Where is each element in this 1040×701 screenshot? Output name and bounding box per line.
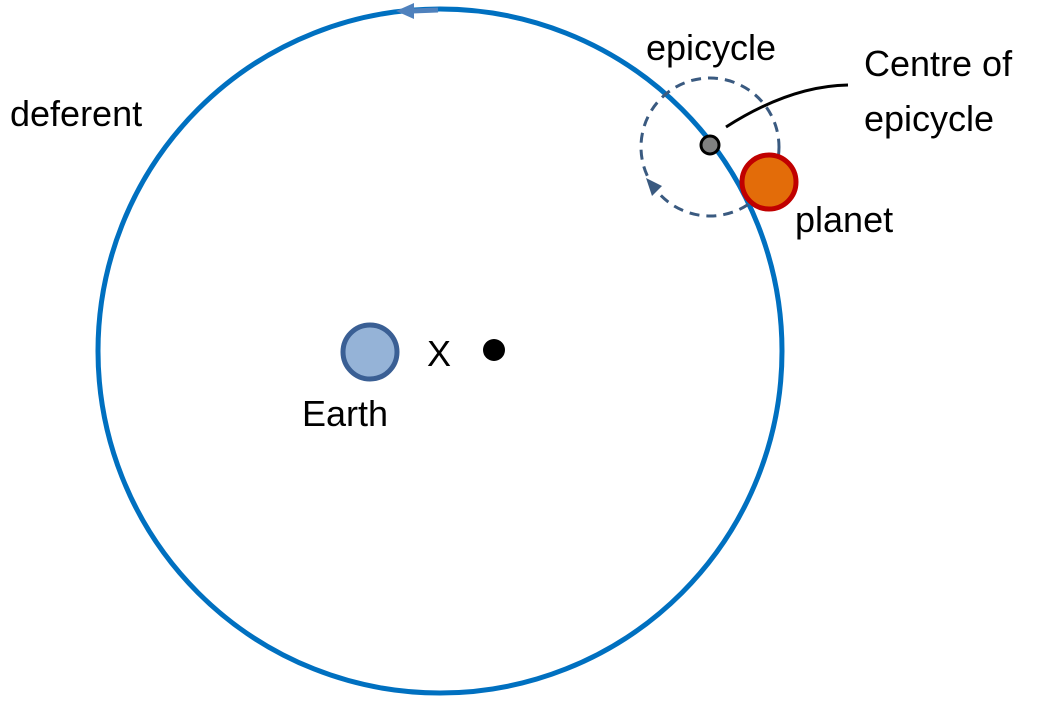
deferent-circle [95, 6, 785, 696]
equant-dot [483, 339, 505, 361]
centre-leader-line [725, 83, 849, 129]
epicycle-label: epicycle [646, 27, 776, 68]
centre-of-epicycle-dot [699, 134, 721, 156]
epicycle-circle [639, 76, 781, 218]
x-point-label: X [427, 333, 451, 374]
planet-dot [739, 152, 799, 212]
centre-of-epicycle-label-line1: Centre of [864, 43, 1013, 84]
earth-label: Earth [302, 393, 388, 434]
deferent-label: deferent [10, 93, 142, 134]
epicycle-arrow-icon [646, 178, 662, 196]
deferent-arrow-shaft [411, 7, 439, 14]
centre-of-epicycle-label-line2: epicycle [864, 98, 994, 139]
planet-label: planet [795, 199, 893, 240]
deferent-arrow-icon [396, 3, 414, 19]
earth-dot [340, 322, 400, 382]
